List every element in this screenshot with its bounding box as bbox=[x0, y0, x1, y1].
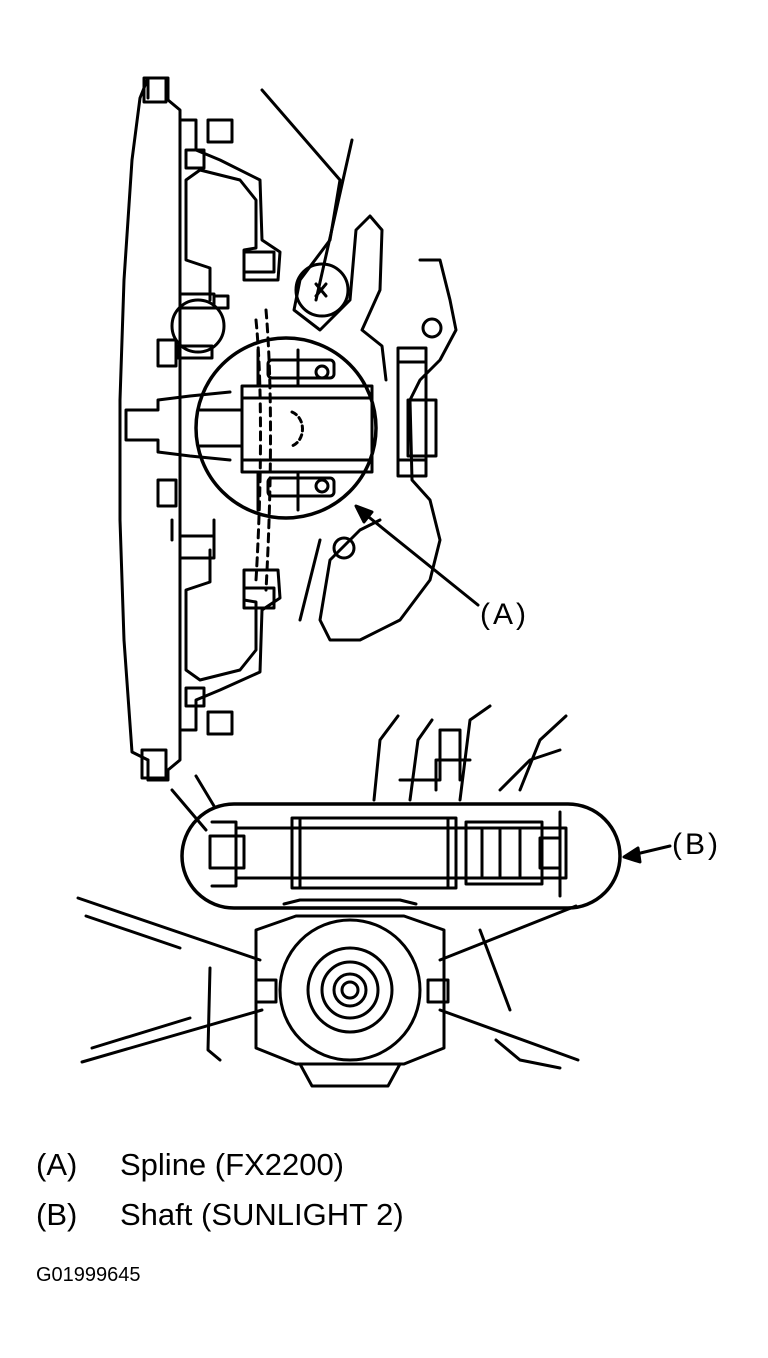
spline-detail-circle bbox=[194, 336, 378, 520]
callout-a-label: (A) bbox=[480, 598, 529, 631]
figure-id: G01999645 bbox=[36, 1264, 141, 1286]
legend-key-a: (A) bbox=[36, 1147, 78, 1182]
shaft-detail-oval bbox=[180, 802, 622, 910]
legend-text-a: Spline (FX2200) bbox=[120, 1147, 345, 1182]
shaft-assembly-drawing bbox=[76, 704, 580, 1088]
legend-key-b: (B) bbox=[36, 1197, 78, 1232]
callout-b-leader bbox=[622, 844, 672, 864]
legend-text-b: Shaft (SUNLIGHT 2) bbox=[120, 1197, 404, 1232]
callout-b-label: (B) bbox=[672, 828, 721, 861]
clutch-assembly-drawing bbox=[118, 76, 458, 782]
callout-a-leader bbox=[354, 504, 480, 607]
technical-diagram: (A) (B) bbox=[76, 76, 721, 1088]
